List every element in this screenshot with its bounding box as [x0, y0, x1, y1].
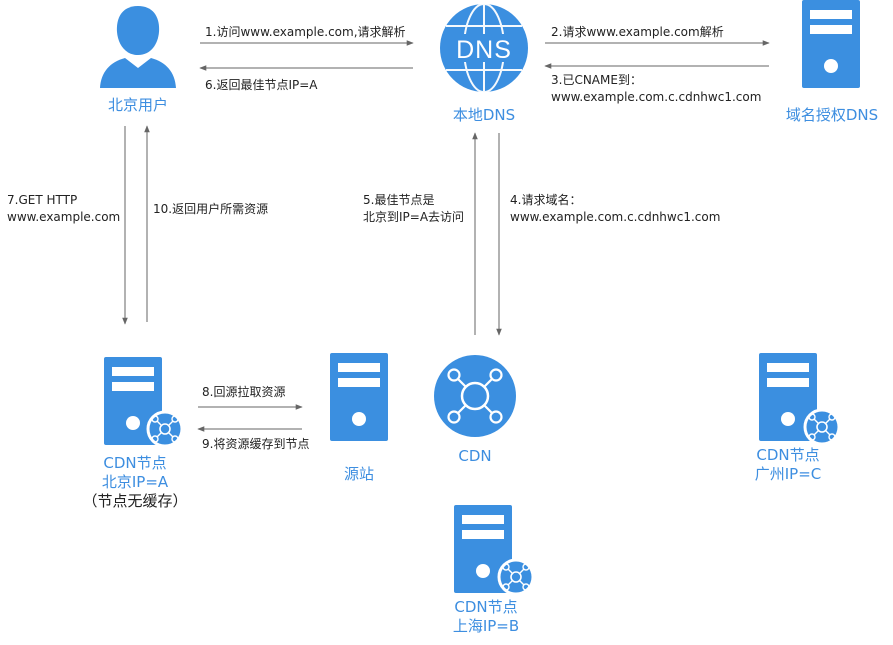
step-1-text: 1.访问www.example.com,请求解析: [205, 24, 406, 41]
step-5-line2: 北京到IP=A去访问: [363, 210, 465, 224]
cdn-node-beijing-label-line1: CDN节点: [103, 454, 167, 472]
local-dns-label: 本地DNS: [452, 106, 516, 124]
step-3-text: 3.已CNAME到： www.example.com.c.cdnhwc1.com: [551, 72, 761, 106]
dns-badge-text: DNS: [456, 36, 512, 64]
step-5-text: 5.最佳节点是 北京到IP=A去访问: [363, 192, 464, 226]
step-8-text: 8.回源拉取资源: [202, 384, 285, 401]
step-4-line2: www.example.com.c.cdnhwc1.com: [510, 210, 721, 224]
cdn-node-guangzhou-label-line1: CDN节点: [756, 446, 820, 464]
cdn-node-guangzhou-label: CDN节点 广州IP=C: [738, 446, 838, 484]
step-6-line1: 6.返回最佳节点IP=A: [205, 78, 318, 92]
step-10-line1: 10.返回用户所需资源: [153, 202, 269, 216]
step-1-line1: 1.访问www.example.com,请求解析: [205, 25, 406, 39]
step-7-line2: www.example.com: [7, 210, 121, 224]
user-label: 北京用户: [107, 96, 168, 114]
step-2-line1: 2.请求www.example.com解析: [551, 25, 724, 39]
step-4-text: 4.请求域名： www.example.com.c.cdnhwc1.com: [510, 192, 720, 226]
step-7-line1: 7.GET HTTP: [7, 193, 78, 207]
step-2-text: 2.请求www.example.com解析: [551, 24, 724, 41]
user-icon: [100, 6, 176, 88]
step-3-line2: www.example.com.c.cdnhwc1.com: [551, 90, 762, 104]
cdn-node-shanghai-label: CDN节点 上海IP=B: [436, 598, 536, 636]
step-6-text: 6.返回最佳节点IP=A: [205, 77, 318, 94]
cdn-node-shanghai-label-line2: 上海IP=B: [452, 617, 520, 635]
step-10-text: 10.返回用户所需资源: [153, 201, 268, 218]
dns-globe-icon: DNS: [440, 3, 528, 93]
cdn-node-beijing-label-line3: （节点无缓存）: [82, 492, 188, 510]
auth-dns-server-icon: [802, 0, 860, 88]
cdn-node-beijing-icon: [104, 357, 184, 448]
step-4-line1: 4.请求域名：: [510, 193, 582, 207]
cdn-node-guangzhou-label-line2: 广州IP=C: [754, 465, 822, 483]
step-5-line1: 5.最佳节点是: [363, 193, 435, 207]
step-9-text: 9.将资源缓存到节点: [202, 436, 309, 453]
step-7-text: 7.GET HTTP www.example.com: [7, 192, 120, 226]
origin-server-icon: [330, 353, 388, 441]
cdn-node-beijing-label-line2: 北京IP=A: [101, 473, 169, 491]
step-8-line1: 8.回源拉取资源: [202, 385, 286, 399]
cdn-node-shanghai-label-line1: CDN节点: [454, 598, 518, 616]
step-3-line1: 3.已CNAME到：: [551, 73, 642, 87]
cdn-node-shanghai-icon: [454, 505, 535, 596]
cdn-network-icon: [434, 355, 516, 437]
cdn-label: CDN: [458, 447, 492, 465]
origin-label: 源站: [343, 465, 374, 483]
cdn-node-guangzhou-icon: [759, 353, 841, 446]
auth-dns-label: 域名授权DNS: [785, 106, 879, 124]
step-9-line1: 9.将资源缓存到节点: [202, 437, 310, 451]
cdn-node-beijing-label: CDN节点 北京IP=A （节点无缓存）: [70, 454, 200, 511]
